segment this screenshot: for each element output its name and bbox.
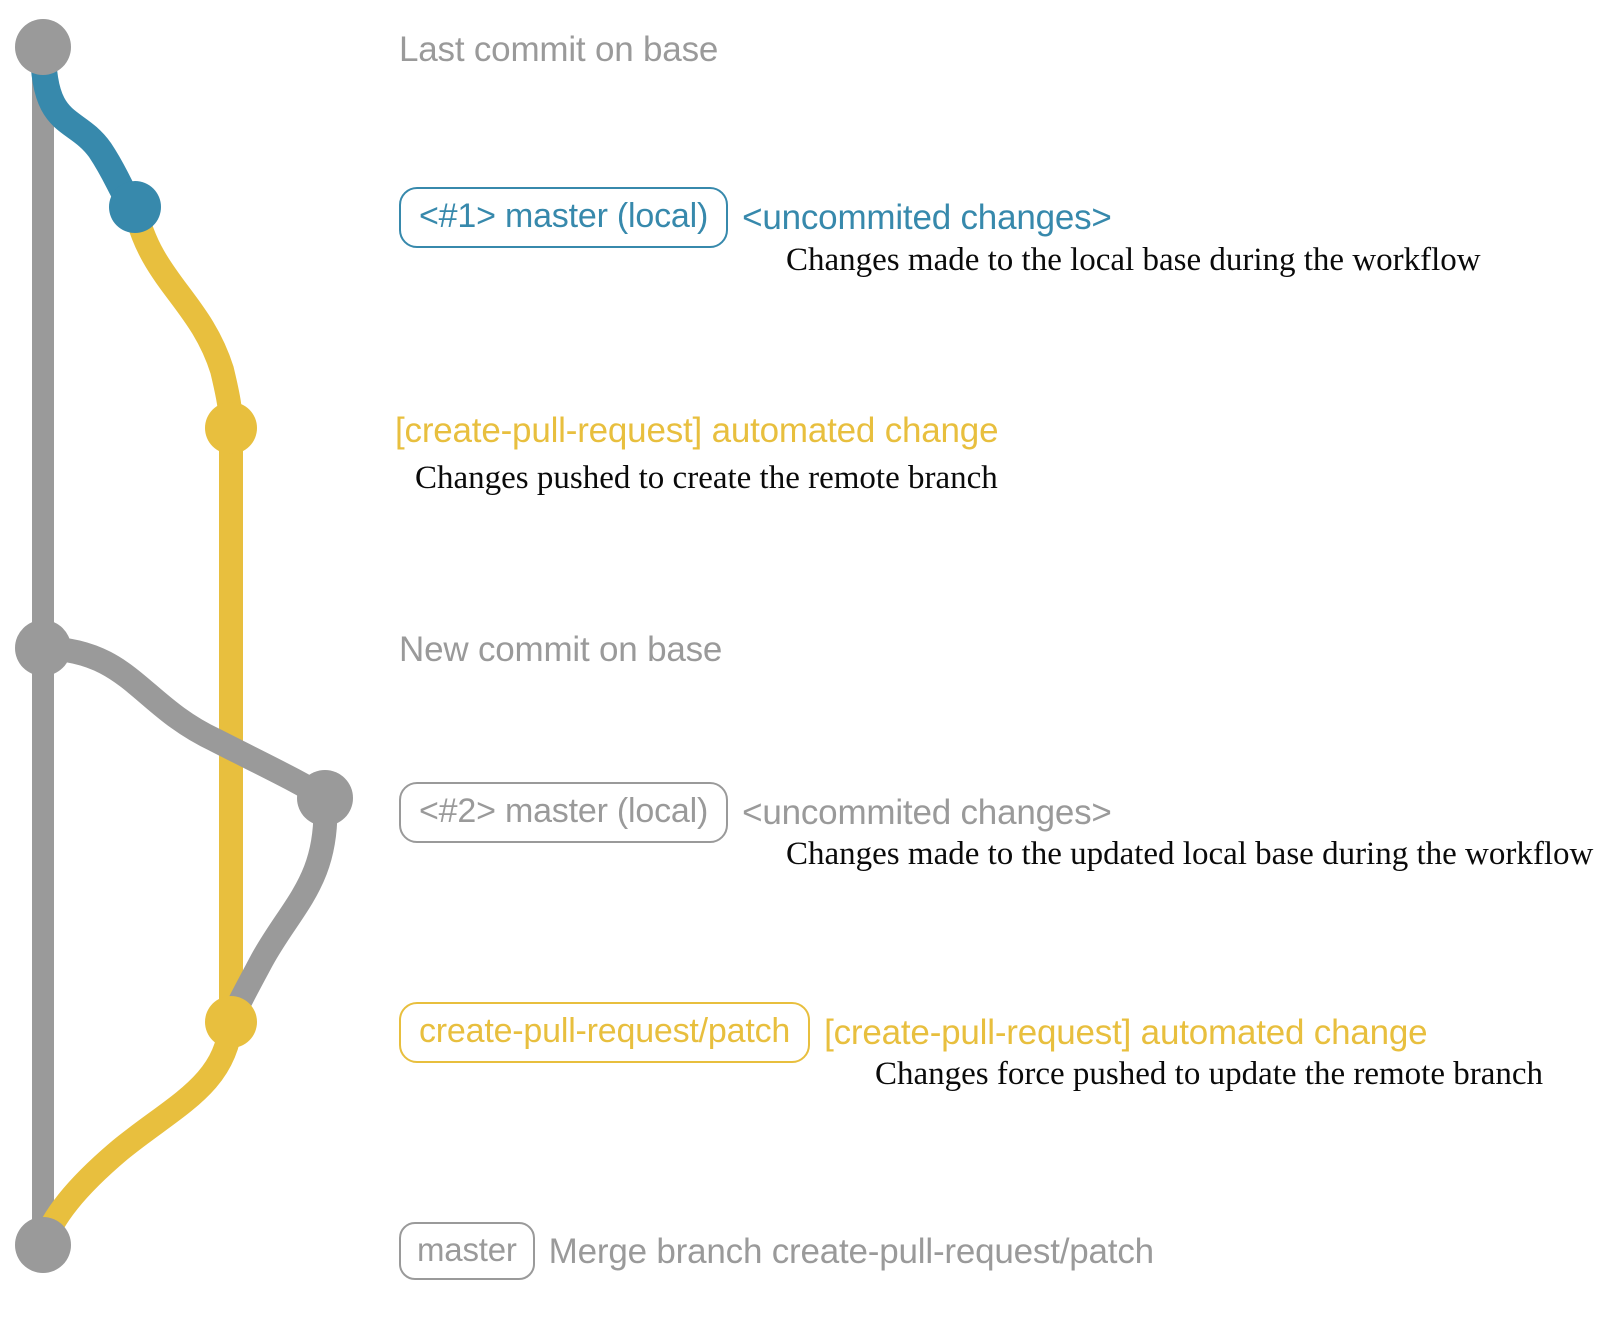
annotation-automated-change-1: Changes pushed to create the remote bran… xyxy=(415,460,998,496)
commit-row-automated-change-2: create-pull-request/patch [create-pull-r… xyxy=(399,1002,1428,1063)
edge-patch2-to-merge xyxy=(31,1010,243,1257)
commit-node-patch-1[interactable] xyxy=(205,402,257,454)
commit-row-new-commit-on-base: New commit on base xyxy=(399,632,722,667)
ref-badge-master-local-1[interactable]: <#1> master (local) xyxy=(399,187,729,248)
commit-subject: [create-pull-request] automated change xyxy=(395,411,999,450)
ref-badge-master[interactable]: master xyxy=(399,1222,535,1280)
commit-node-base-head[interactable] xyxy=(15,19,71,75)
commit-subject: Last commit on base xyxy=(399,30,719,69)
commit-subject: <uncommited changes> xyxy=(742,198,1112,237)
annotation-local-uncommitted-1: Changes made to the local base during th… xyxy=(786,242,1481,278)
ref-badge-master-local-2[interactable]: <#2> master (local) xyxy=(399,782,729,843)
commit-row-automated-change-1: [create-pull-request] automated change xyxy=(395,411,999,450)
commit-node-local-2[interactable] xyxy=(297,770,353,826)
commit-subject: <uncommited changes> xyxy=(742,793,1112,832)
annotation-local-uncommitted-2: Changes made to the updated local base d… xyxy=(786,836,1594,872)
commit-row-merge-commit: master Merge branch create-pull-request/… xyxy=(399,1222,1154,1280)
commit-row-last-commit-on-base: Last commit on base xyxy=(399,32,718,67)
commit-subject: New commit on base xyxy=(399,630,723,669)
commit-subject: [create-pull-request] automated change xyxy=(824,1013,1428,1052)
commit-node-local-1[interactable] xyxy=(109,181,161,233)
commit-row-local-uncommitted-2: <#2> master (local) <uncommited changes> xyxy=(399,782,1112,843)
edge-basenew-to-local2 xyxy=(31,636,337,810)
commit-row-local-uncommitted-1: <#1> master (local) <uncommited changes> xyxy=(399,187,1112,248)
commit-node-patch-2[interactable] xyxy=(205,996,257,1048)
commit-node-merge-head[interactable] xyxy=(15,1217,71,1273)
commit-subject: Merge branch create-pull-request/patch xyxy=(548,1231,1154,1271)
ref-badge-create-pull-request-patch[interactable]: create-pull-request/patch xyxy=(399,1002,811,1063)
commit-node-base-new[interactable] xyxy=(15,620,71,676)
annotation-automated-change-2: Changes force pushed to update the remot… xyxy=(875,1056,1544,1092)
